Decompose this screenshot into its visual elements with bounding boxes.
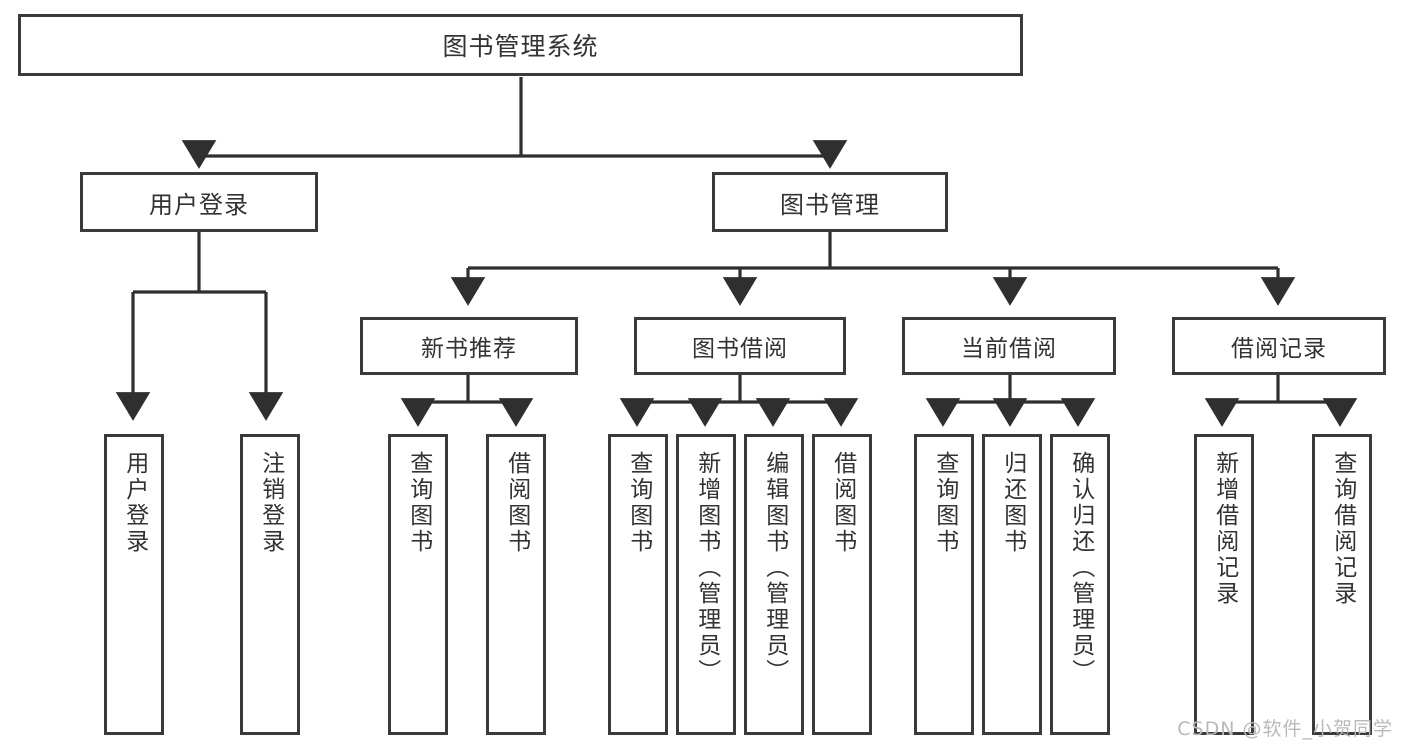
leaf-borrow-book-2-label: 借阅图书 xyxy=(829,451,856,555)
leaf-borrow-book-2[interactable]: 借阅图书 xyxy=(812,434,872,735)
node-root-label: 图书管理系统 xyxy=(442,32,599,61)
leaf-query-record-label: 查询借阅记录 xyxy=(1329,451,1356,607)
node-borrow-record[interactable]: 借阅记录 xyxy=(1172,317,1386,375)
leaf-add-record[interactable]: 新增借阅记录 xyxy=(1194,434,1254,735)
leaf-user-login[interactable]: 用户登录 xyxy=(104,434,164,735)
node-book-borrow[interactable]: 图书借阅 xyxy=(634,317,846,375)
node-user-login-label: 用户登录 xyxy=(149,190,249,219)
leaf-user-login-label: 用户登录 xyxy=(121,451,148,555)
leaf-logout-label: 注销登录 xyxy=(257,451,284,555)
leaf-borrow-book-1-label: 借阅图书 xyxy=(503,451,530,555)
leaf-borrow-book-1[interactable]: 借阅图书 xyxy=(486,434,546,735)
leaf-query-book-1[interactable]: 查询图书 xyxy=(388,434,448,735)
leaf-return-book[interactable]: 归还图书 xyxy=(982,434,1042,735)
leaf-confirm-return[interactable]: 确认归还（管理员） xyxy=(1050,434,1110,735)
leaf-edit-book-label: 编辑图书（管理员） xyxy=(761,451,788,685)
leaf-add-record-label: 新增借阅记录 xyxy=(1211,451,1238,607)
node-book-management[interactable]: 图书管理 xyxy=(712,172,948,232)
leaf-logout[interactable]: 注销登录 xyxy=(240,434,300,735)
node-current-borrow-label: 当前借阅 xyxy=(961,336,1057,362)
leaf-query-book-3-label: 查询图书 xyxy=(931,451,958,555)
node-current-borrow[interactable]: 当前借阅 xyxy=(902,317,1116,375)
leaf-return-book-label: 归还图书 xyxy=(999,451,1026,555)
node-user-login[interactable]: 用户登录 xyxy=(80,172,318,232)
leaf-add-book[interactable]: 新增图书（管理员） xyxy=(676,434,736,735)
leaf-query-book-3[interactable]: 查询图书 xyxy=(914,434,974,735)
node-book-management-label: 图书管理 xyxy=(780,190,880,219)
node-borrow-record-label: 借阅记录 xyxy=(1231,336,1327,362)
node-root-system[interactable]: 图书管理系统 xyxy=(18,14,1023,76)
leaf-confirm-return-label: 确认归还（管理员） xyxy=(1067,451,1094,685)
leaf-query-book-2[interactable]: 查询图书 xyxy=(608,434,668,735)
node-new-book-recommend[interactable]: 新书推荐 xyxy=(360,317,578,375)
leaf-add-book-label: 新增图书（管理员） xyxy=(693,451,720,685)
node-new-book-recommend-label: 新书推荐 xyxy=(421,336,517,362)
leaf-query-book-1-label: 查询图书 xyxy=(405,451,432,555)
leaf-query-book-2-label: 查询图书 xyxy=(625,451,652,555)
csdn-watermark: CSDN @软件_小贺同学 xyxy=(1177,718,1393,740)
leaf-query-record[interactable]: 查询借阅记录 xyxy=(1312,434,1372,735)
leaf-edit-book[interactable]: 编辑图书（管理员） xyxy=(744,434,804,735)
node-book-borrow-label: 图书借阅 xyxy=(692,336,788,362)
